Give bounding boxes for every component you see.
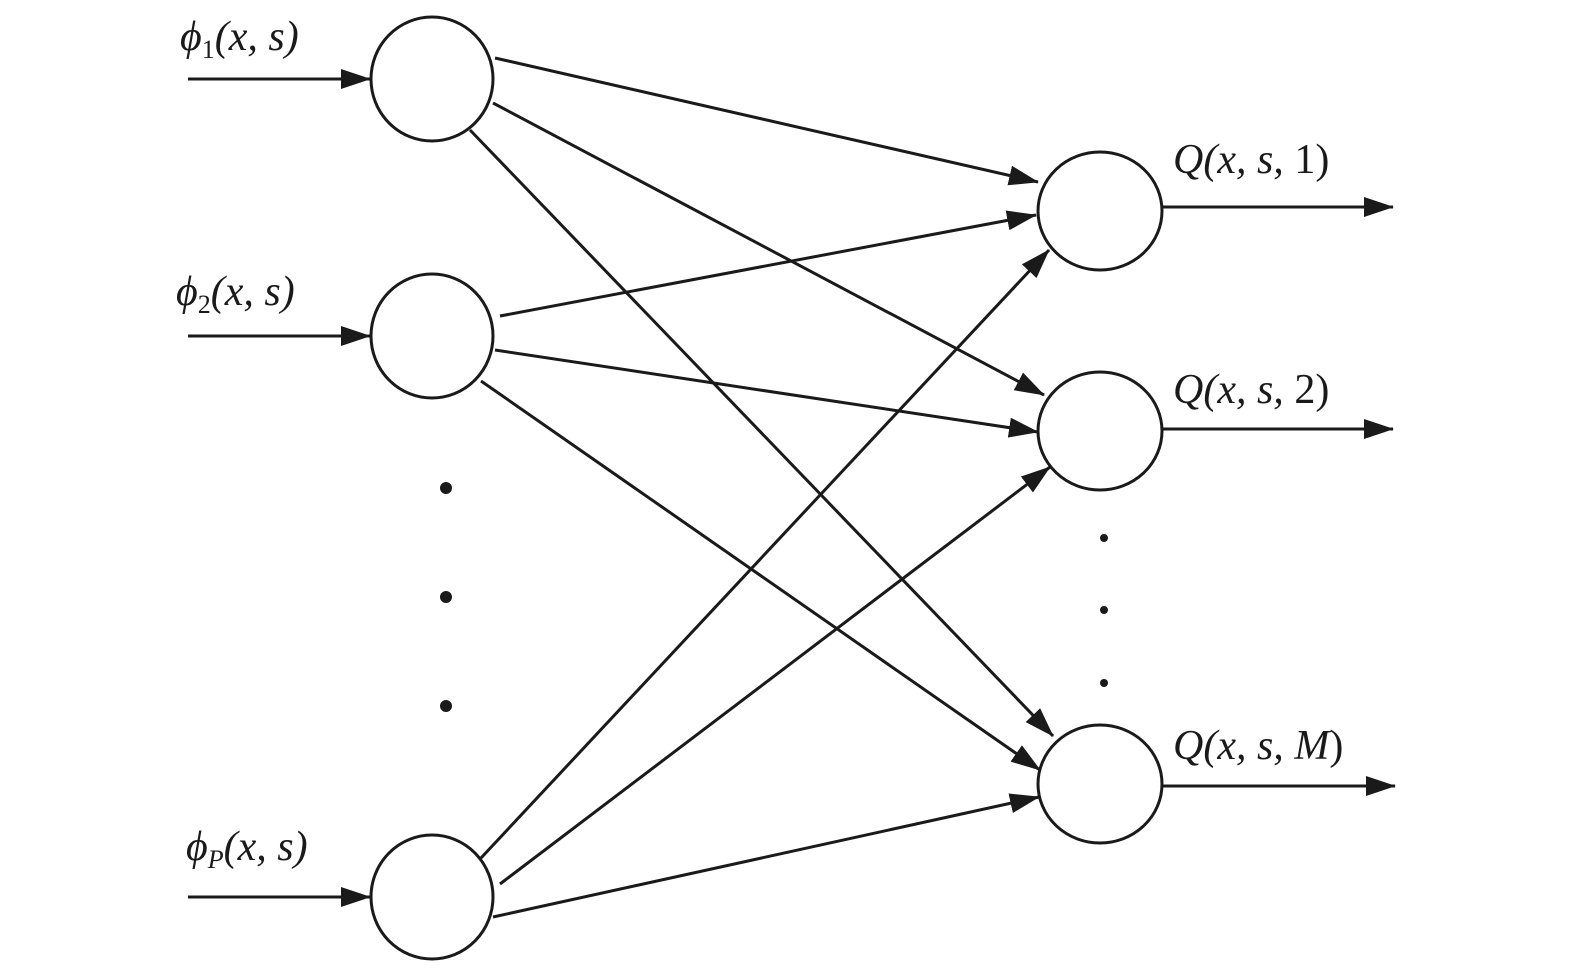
- input-label-p: ϕP(x, s): [186, 824, 308, 874]
- output-label-1: Q(x, s, 1): [1173, 137, 1329, 183]
- output-arrows: [1163, 197, 1396, 796]
- output-label-2: Q(x, s, 2): [1173, 367, 1329, 413]
- input-label-1: ϕ1(x, s): [180, 14, 299, 64]
- output-node-2: [1036, 370, 1164, 492]
- input-arrows: [188, 69, 371, 907]
- output-layer: [1036, 150, 1164, 845]
- edge-inP-out1: [479, 248, 1051, 860]
- output-ellipsis: [1100, 534, 1108, 687]
- output-labels: Q(x, s, 1) Q(x, s, 2) Q(x, s, M): [1173, 137, 1343, 769]
- edge-inP-out2: [499, 465, 1051, 886]
- input-label-2: ϕ2(x, s): [176, 269, 295, 319]
- output-label-m: Q(x, s, M): [1173, 723, 1343, 769]
- input-node-p: [369, 833, 495, 961]
- input-ellipsis-dot: [440, 700, 452, 712]
- output-ellipsis-dot: [1100, 606, 1108, 614]
- output-node-1: [1036, 150, 1164, 272]
- edge-inP-outM: [492, 793, 1040, 919]
- edge-in2-outM: [480, 379, 1041, 772]
- output-ellipsis-dot: [1100, 679, 1108, 687]
- edge-in2-out1: [499, 210, 1037, 318]
- output-node-m: [1036, 723, 1164, 845]
- edge-in1-out2: [492, 101, 1045, 397]
- edge-in2-out2: [494, 348, 1039, 438]
- output-ellipsis-dot: [1100, 534, 1108, 542]
- connections: [468, 56, 1055, 919]
- input-node-1: [369, 15, 495, 143]
- input-layer: [369, 15, 495, 961]
- input-ellipsis: [440, 482, 452, 712]
- edge-in1-out1: [494, 56, 1039, 186]
- input-ellipsis-dot: [440, 591, 452, 603]
- input-node-2: [369, 272, 495, 400]
- edge-in1-outM: [468, 128, 1055, 738]
- input-ellipsis-dot: [440, 482, 452, 494]
- input-labels: ϕ1(x, s) ϕ2(x, s) ϕP(x, s): [176, 14, 308, 874]
